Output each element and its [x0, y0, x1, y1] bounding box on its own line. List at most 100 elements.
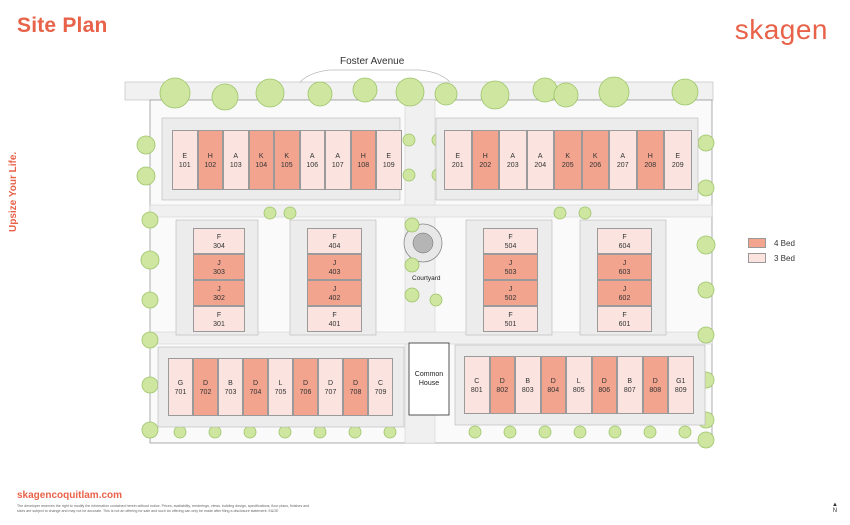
unit-number: 403	[328, 269, 341, 276]
tree-icon	[538, 425, 552, 439]
unit-number: 304	[213, 243, 225, 250]
unit-603[interactable]: J 603	[597, 254, 652, 280]
unit-number: 205	[561, 162, 574, 169]
tree-icon	[697, 326, 715, 344]
unit-type: G1	[676, 378, 686, 385]
unit-number: 704	[249, 389, 262, 396]
legend-label-3-bed: 3 Bed	[774, 253, 795, 263]
legend: 4 Bed 3 Bed	[748, 238, 795, 268]
unit-number: 202	[479, 162, 492, 169]
unit-type: J	[332, 260, 337, 267]
tree-icon	[553, 82, 579, 108]
website-link[interactable]: skagencoquitlam.com	[17, 490, 123, 501]
unit-type: D	[499, 378, 505, 385]
legend-swatch-3-bed	[748, 253, 766, 263]
unit-403[interactable]: J 403	[307, 254, 362, 280]
unit-type: J	[622, 260, 627, 267]
tree-icon	[608, 425, 622, 439]
north-label: N	[832, 508, 838, 514]
unit-number: 104	[255, 162, 268, 169]
unit-number: 501	[504, 321, 517, 328]
unit-number: 503	[504, 269, 517, 276]
unit-number: 702	[199, 389, 212, 396]
tree-icon	[503, 425, 517, 439]
page-title: Site Plan	[17, 14, 108, 37]
unit-number: 603	[618, 269, 631, 276]
unit-type: F	[332, 234, 337, 241]
unit-type: B	[228, 380, 233, 387]
unit-type: B	[627, 378, 633, 385]
unit-type: D	[352, 380, 359, 387]
tree-icon	[697, 179, 715, 197]
tree-icon	[697, 281, 715, 299]
unit-number: 208	[644, 162, 657, 169]
unit-type: F	[622, 234, 627, 241]
tree-icon	[211, 83, 239, 111]
unit-type: J	[217, 286, 221, 293]
tree-icon	[395, 77, 425, 107]
tree-icon	[173, 425, 187, 439]
tree-icon	[434, 82, 458, 106]
unit-number: 709	[374, 389, 387, 396]
tree-icon	[696, 235, 716, 255]
unit-type: A	[309, 153, 315, 160]
street-label: Foster Avenue	[340, 56, 405, 67]
tree-icon	[141, 211, 159, 229]
unit-number: 109	[382, 162, 395, 169]
tree-icon	[313, 425, 327, 439]
unit-type: H	[207, 153, 213, 160]
unit-number: 602	[618, 295, 631, 302]
tree-icon	[352, 77, 378, 103]
